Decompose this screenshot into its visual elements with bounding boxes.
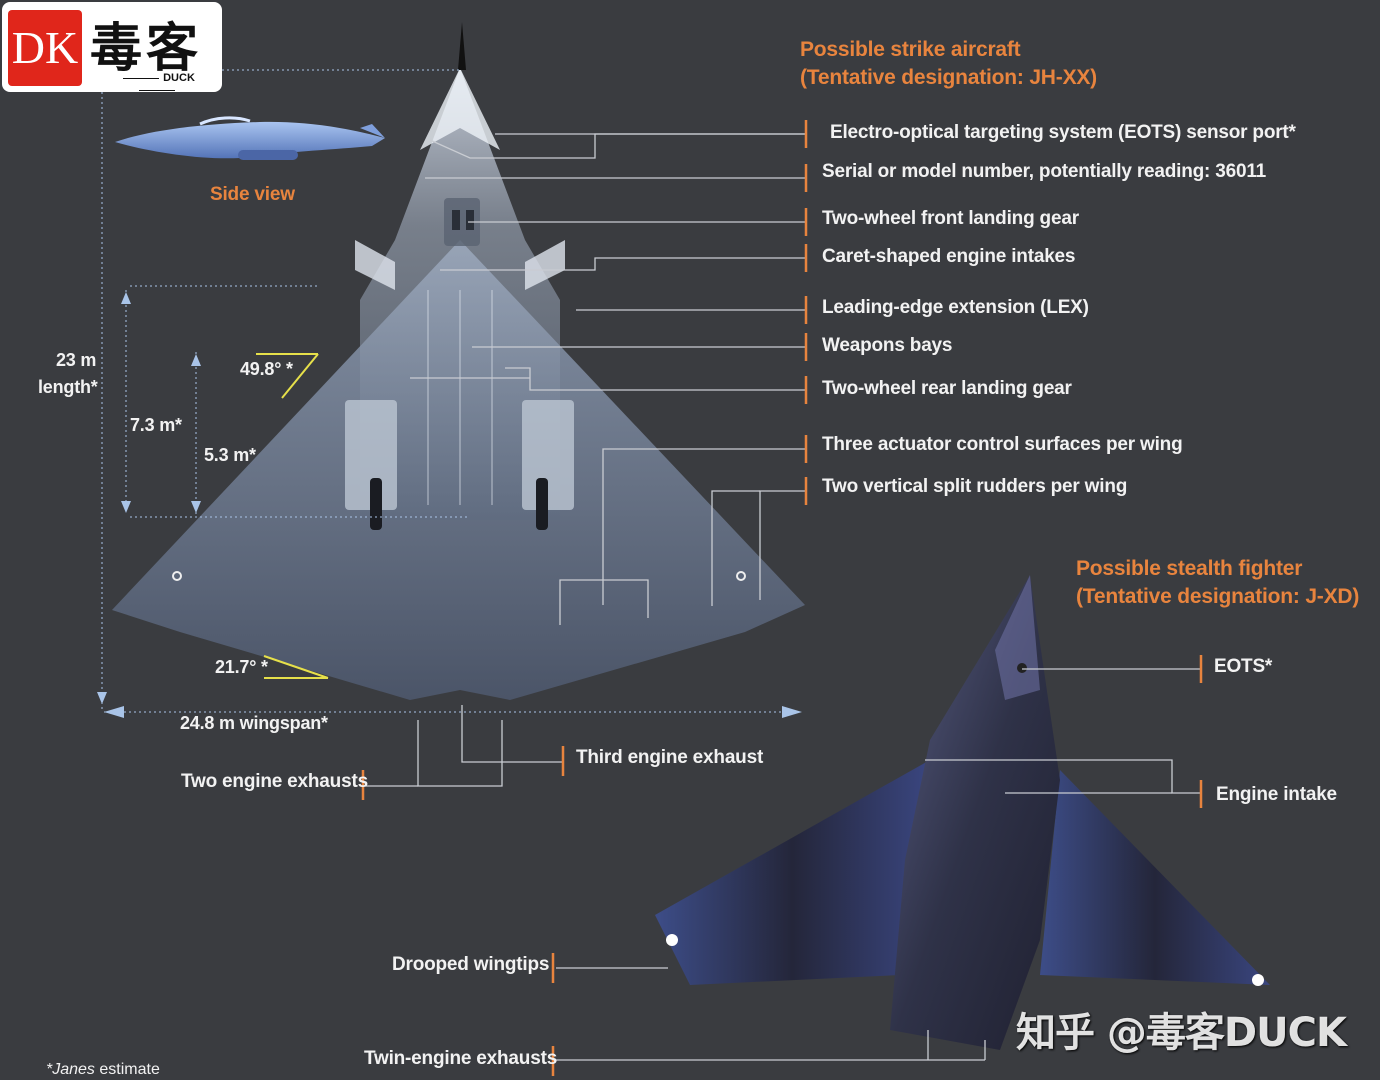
footnote-source: *Janes [46,1061,95,1078]
dim-angle-lex: 49.8° * [240,359,293,379]
dim-length-line1: 23 m [56,350,97,370]
dim-angle-te: 21.7° * [215,657,268,677]
strike-aircraft-topview [112,22,805,700]
callout-eots: Electro-optical targeting system (EOTS) … [830,122,1296,143]
callout-intakes: Caret-shaped engine intakes [822,246,1076,267]
footnote-rest: estimate [94,1061,160,1078]
watermark: 知乎 @毒客DUCK [1016,1010,1347,1056]
fighter-callout-eots: EOTS* [1214,656,1273,677]
stealth-fighter [655,575,1270,1050]
fighter-leader-lines [556,668,1200,1061]
angle-marks [256,353,329,679]
logo-dk-mark: DK [8,10,82,86]
logo-chinese-text: 毒客 [90,18,203,79]
fighter-title-line1: Possible stealth fighter [1076,557,1303,580]
side-view-aircraft [115,116,385,160]
callout-third-exhaust: Third engine exhaust [576,747,764,768]
footnote: *Janes estimate [46,1061,160,1079]
fighter-callout-exhausts: Twin-engine exhausts [364,1048,558,1069]
callout-weapons-bays: Weapons bays [822,335,953,356]
dim-7-3: 7.3 m* [130,415,182,435]
callout-serial: Serial or model number, potentially read… [822,161,1267,182]
callout-front-gear: Two-wheel front landing gear [822,208,1079,229]
label-bars [361,120,1203,1076]
side-view-label: Side view [210,184,295,205]
callout-rear-gear: Two-wheel rear landing gear [822,378,1072,399]
fighter-callout-intake: Engine intake [1216,784,1337,805]
strike-title-line1: Possible strike aircraft [800,38,1021,61]
callout-two-exhausts: Two engine exhausts [181,771,368,792]
logo-sub-text: DUCK [98,72,216,96]
fighter-title-line2: (Tentative designation: J-XD) [1076,585,1360,608]
strike-title-line2: (Tentative designation: JH-XX) [800,66,1097,89]
callout-lex: Leading-edge extension (LEX) [822,297,1089,318]
leader-lines [365,133,805,787]
callout-rudders: Two vertical split rudders per wing [822,476,1128,497]
dimension-lines [101,69,800,713]
callout-control-surfaces: Three actuator control surfaces per wing [822,434,1183,455]
dim-wingspan: 24.8 m wingspan* [180,713,328,733]
dim-5-3: 5.3 m* [204,445,256,465]
fighter-callout-wingtips: Drooped wingtips [392,954,550,975]
dim-length-line2: length* [38,377,98,397]
brand-logo: DK 毒客 DUCK [2,2,222,92]
